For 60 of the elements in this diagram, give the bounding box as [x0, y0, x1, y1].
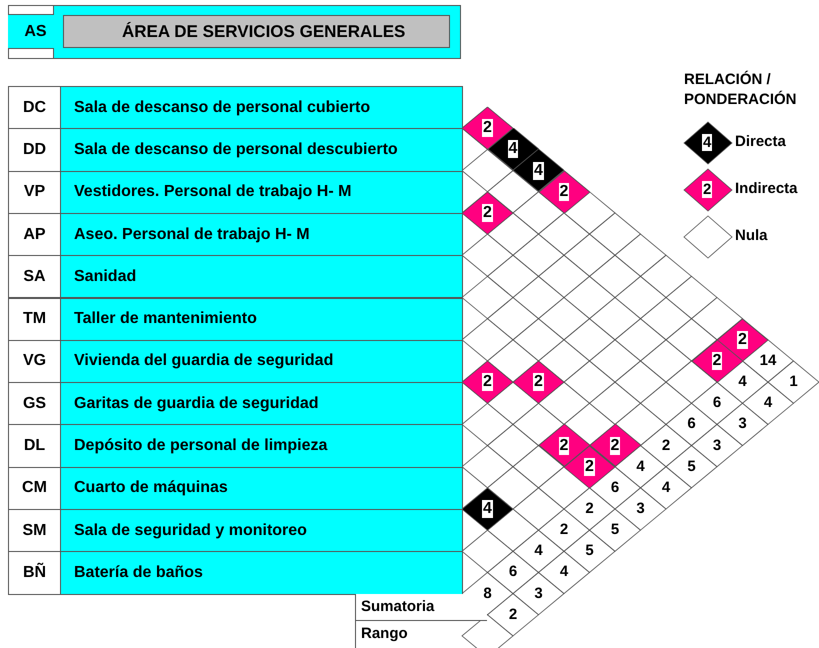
sum-value: 6 [686, 415, 697, 432]
area-title-cell: ÁREA DE SERVICIOS GENERALES [63, 15, 450, 48]
space-name-cell: Depósito de personal de limpieza [60, 424, 463, 468]
weight-value: 4 [482, 500, 493, 518]
relation-diamond [513, 360, 564, 404]
space-code-cell: BÑ [8, 551, 61, 595]
sum-value: 2 [558, 521, 570, 538]
space-name-cell: Batería de baños [60, 551, 463, 595]
rank-value: 5 [584, 542, 595, 560]
space-code-cell: TM [8, 298, 61, 341]
rank-value: 3 [635, 500, 646, 517]
sum-value: 6 [610, 478, 620, 496]
space-name-cell: Cuarto de máquinas [60, 466, 463, 510]
weight-value: 2 [737, 330, 748, 349]
sum-value: 4 [737, 373, 748, 390]
space-name-cell: Vestidores. Personal de trabajo H- M [60, 170, 463, 214]
weight-value: 4 [533, 162, 544, 180]
rank-row-label: Rango [355, 621, 455, 648]
sum-value: 4 [635, 458, 646, 475]
weight-value: 2 [533, 373, 544, 392]
sum-value: 4 [533, 542, 544, 560]
space-name-cell: Sala de descanso de personal descubierto [60, 128, 463, 172]
rank-value: 4 [558, 563, 570, 580]
weight-value: 2 [584, 458, 595, 476]
space-name-cell: Vivienda del guardia de seguridad [60, 340, 463, 384]
legend-text: Nula [735, 227, 768, 245]
relation-diamond [462, 192, 513, 234]
swatch-value: 2 [702, 181, 712, 198]
legend-heading: RELACIÓN / PONDERACIÓN [684, 70, 798, 110]
space-name-cell: Sala de descanso de personal cubierto [60, 86, 463, 130]
sum-value: 6 [712, 394, 722, 412]
relation-diamond [462, 360, 513, 404]
weight-value: 2 [482, 119, 493, 138]
rank-value: 5 [610, 521, 620, 538]
sum-value: 2 [584, 500, 595, 517]
rank-value: 5 [686, 458, 697, 475]
rank-value: 4 [660, 478, 672, 496]
rank-value: 3 [533, 584, 544, 602]
relation-diamond [462, 488, 513, 530]
legend-text: Directa [735, 133, 786, 151]
weight-value: 2 [482, 373, 493, 392]
rank-value: 2 [508, 606, 518, 623]
space-name-cell: Sanidad [60, 255, 463, 298]
rank-value: 3 [737, 415, 748, 432]
space-name-cell: Sala de seguridad y monitoreo [60, 509, 463, 552]
rank-value: 3 [712, 436, 722, 454]
legend-text: Indirecta [735, 180, 798, 198]
space-code-cell: SA [8, 255, 61, 298]
sum-value: 6 [508, 563, 518, 580]
rank-value: 1 [788, 373, 799, 390]
weight-value: 4 [508, 140, 518, 158]
weight-value: 2 [482, 204, 493, 222]
space-name-cell: Garitas de guardia de seguridad [60, 382, 463, 426]
rank-value: 4 [762, 394, 774, 412]
swatch-value: 4 [702, 134, 712, 151]
space-code-cell: DC [8, 86, 61, 130]
space-name-cell: Taller de mantenimiento [60, 298, 463, 341]
sum-value: 14 [758, 352, 778, 369]
space-name-cell: Aseo. Personal de trabajo H- M [60, 212, 463, 256]
sum-value: 2 [660, 436, 672, 454]
